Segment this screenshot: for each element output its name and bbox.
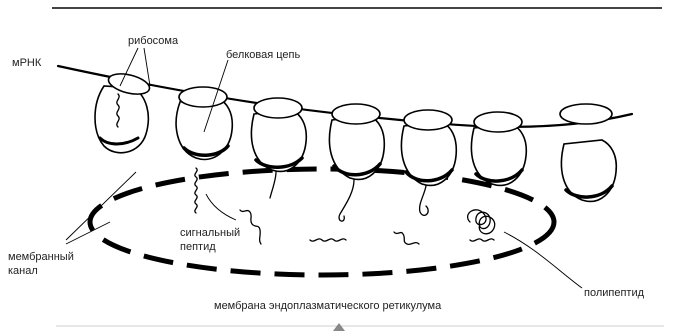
peptide-strand-3 — [394, 232, 419, 244]
ribosome-1 — [95, 70, 152, 153]
polypeptide-coil — [468, 210, 495, 241]
ribosome-5 — [401, 110, 456, 215]
label-ribosome: рибосома — [128, 35, 179, 47]
label-protein-chain: белковая цепь — [226, 49, 301, 61]
label-signal-peptide-line2: пептид — [180, 241, 216, 253]
label-mrna: мРНК — [12, 57, 42, 69]
peptide-strand-1 — [240, 210, 261, 244]
label-membrane-channel-line2: канал — [8, 265, 38, 277]
bottom-triangle-marker — [333, 323, 345, 331]
label-er-membrane: мембрана эндоплазматического ретикулума — [214, 300, 442, 312]
ribosome-4 — [329, 104, 384, 221]
label-membrane-channel-line1: мембранный — [8, 251, 74, 263]
leader-membrane-channel-a — [66, 172, 136, 240]
label-polypeptide: полипептид — [584, 287, 645, 299]
ribosome-6 — [471, 112, 526, 185]
label-signal-peptide-line1: сигнальный — [180, 227, 240, 239]
ribosome-7 — [560, 104, 616, 201]
leader-signal-peptide — [206, 194, 236, 220]
ribosome-2 — [176, 87, 232, 213]
leader-ribosome-b — [144, 48, 150, 86]
ribosome-3 — [251, 98, 306, 198]
peptide-strand-2 — [310, 239, 346, 241]
